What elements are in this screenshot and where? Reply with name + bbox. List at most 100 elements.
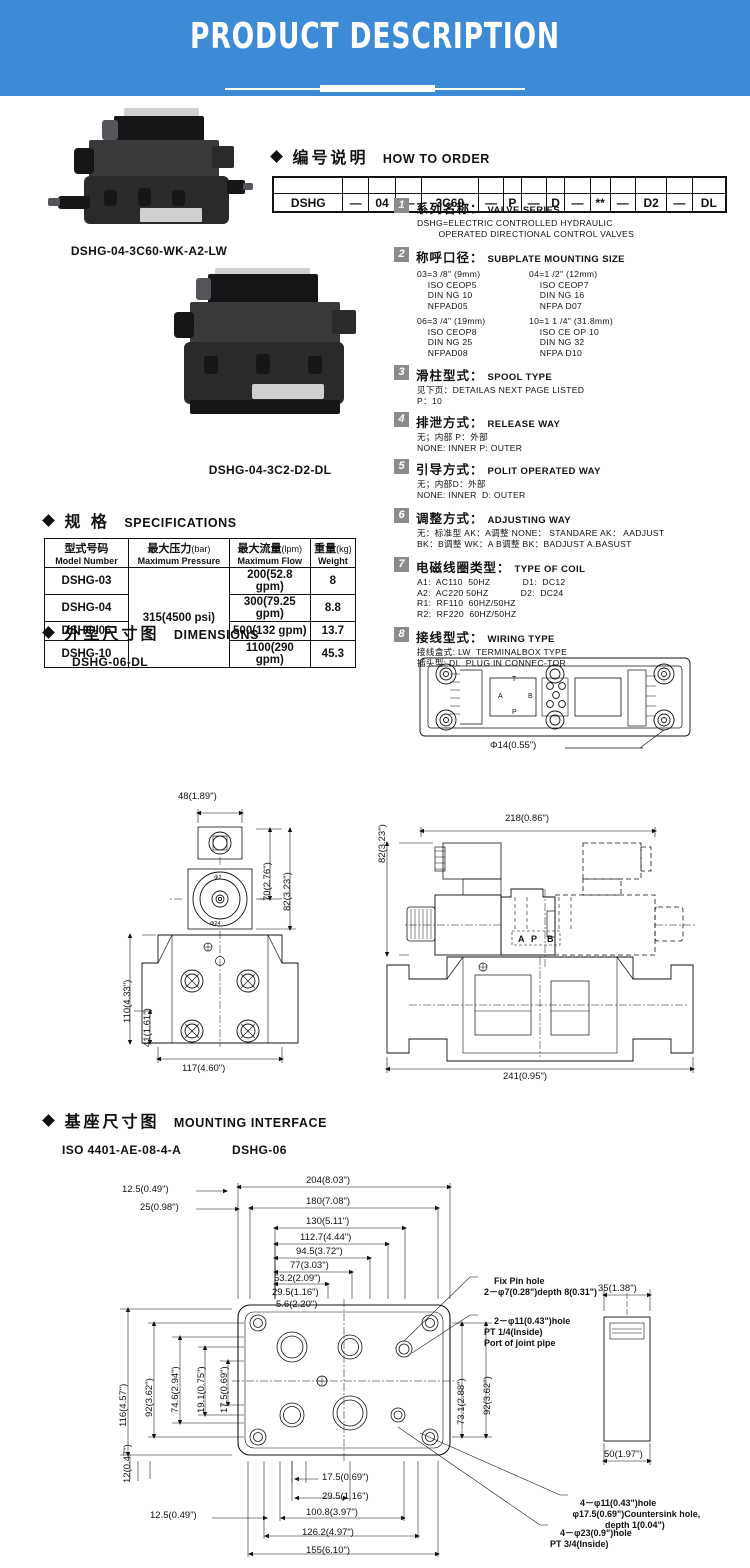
order-code-gap [395, 176, 422, 194]
legend-badge-7: 7 [394, 557, 409, 572]
spec-header-model: 型式号码 Model Number [44, 538, 129, 568]
dim-mount-29: 29.5(1.16") [272, 1287, 319, 1298]
legend-cn-5: 引导方式： [416, 463, 484, 477]
spec-header-flow: 最大流量(lpm) Maximum Flow [228, 538, 311, 568]
order-code-val-12: D2 [634, 193, 668, 213]
product-caption-2: DSHG-04-3C2-D2-DL [208, 463, 332, 477]
dim-top-hole: Φ14(0.55") [490, 740, 537, 751]
dim-mount-126-2: 126.2(4.97") [302, 1527, 354, 1538]
table-row: DSHG-03 315(4500 psi) 200(52.8 gpm) 8 [44, 567, 357, 668]
diamond-bullet-icon [42, 1114, 55, 1127]
svg-text:B: B [528, 693, 533, 700]
mounting-heading-cn: 基座尺寸图 [64, 1114, 160, 1131]
dim-mount-19-1: 19.1(0.75") [196, 1366, 207, 1413]
legend-detail-6b: BK：B调整 WK：A B调整 BK：BADJUST A.BASUST [417, 538, 632, 549]
legend-size-cols-row2: 06=3 /4" (19mm) ISO CEOP8 DIN NG 25 NFPA… [417, 316, 744, 358]
dimensions-heading-en: DIMENSIONS [173, 628, 260, 642]
order-code-gap [520, 176, 547, 194]
drawing-mounting-interface: 204(8.03") 180(7.08") 130(5.11") 112.7(4… [0, 1165, 750, 1565]
dim-front-w117: 117(4.60") [182, 1063, 226, 1074]
legend-badge-1: 1 [394, 198, 409, 213]
order-code-val-4: 3C60 [420, 193, 480, 213]
spec-flow-0: 200(52.8 gpm) [228, 567, 311, 595]
legend-cn-1: 系列名称： [416, 202, 484, 216]
dim-mount-94: 94.5(3.72") [296, 1246, 343, 1257]
diamond-bullet-icon [42, 514, 55, 527]
specifications-table: 型式号码 Model Number 最大压力(bar) Maximum Pres… [44, 538, 357, 668]
legend-badge-6: 6 [394, 508, 409, 523]
legend-en-5: POLIT OPERATED WAY [487, 466, 601, 477]
valve-illustration-2 [160, 260, 370, 455]
drawing-front-view: Φ2 Φ24 48(1.89") 70(2.76") 82(3.23") 110… [110, 791, 310, 1085]
order-code-val-1: — [342, 193, 369, 213]
dim-side-w218: 218(0.86") [505, 813, 550, 824]
svg-text:Φ2: Φ2 [214, 875, 221, 881]
dim-mount-112: 112.7(4.44") [300, 1232, 352, 1243]
legend-detail-6a: 无：标准型 AK：A调整 NONE： STANDARE AK： AADJUST [417, 528, 665, 538]
dim-mount-12: 12(0.47") [122, 1444, 133, 1483]
svg-text:P: P [512, 709, 517, 716]
svg-text:A: A [518, 934, 525, 944]
spec-weight-0: 8 [309, 567, 357, 595]
legend-en-8: WIRING TYPE [487, 634, 555, 645]
order-code-num-8: 8 [634, 176, 668, 194]
order-code-num-4: 4 [503, 176, 522, 194]
dim-front-h41: 41(1.61") [142, 1008, 153, 1047]
order-code-val-6: P [503, 193, 522, 213]
legend-en-2: SUBPLATE MOUNTING SIZE [487, 254, 625, 265]
legend-en-7: TYPE OF COIL [514, 564, 586, 575]
dimensions-model-label: DSHG-06-DL [72, 655, 149, 669]
legend-cn-3: 滑柱型式： [416, 369, 484, 383]
legend-cn-4: 排泄方式： [416, 416, 484, 430]
valve-illustration-1 [44, 108, 259, 233]
legend-cn-2: 称呼口径： [416, 251, 484, 265]
svg-text:B: B [547, 934, 554, 944]
order-code-val-13: — [666, 193, 693, 213]
dim-mount-130: 130(5.11") [306, 1216, 350, 1227]
page-title: PRODUCT DESCRIPTION [190, 16, 560, 57]
dim-mount-29-5: 29.5(1.16") [322, 1491, 369, 1502]
dimensions-heading: 外型尺寸图 DIMENSIONS [42, 620, 260, 644]
legend-detail-1a: DSHG=ELECTRIC CONTROLLED HYDRAULIC [417, 218, 613, 228]
dim-mount-12-5b: 12.5(0.49") [150, 1510, 197, 1521]
order-code-val-2: 04 [367, 193, 397, 213]
legend-detail-1b: OPERATED DIRECTIONAL CONTROL VALVES [417, 228, 635, 239]
dim-mount-77: 77(3.03") [290, 1260, 329, 1271]
order-code-gap [564, 176, 591, 194]
order-code-val-0: DSHG [272, 193, 344, 213]
how-to-order-heading: 编号说明 HOW TO ORDER [270, 144, 742, 168]
spec-weight-3: 45.3 [309, 640, 357, 668]
how-to-order-section: 编号说明 HOW TO ORDER 1 2 3 4 6 7 8 9 DSHG —… [270, 144, 742, 213]
legend-size-06: 06=3 /4" (19mm) ISO CEOP8 DIN NG 25 NFPA… [417, 316, 486, 358]
spec-pressure-merged: 315(4500 psi) [127, 567, 230, 668]
svg-text:A: A [498, 693, 503, 700]
order-code-num-6: 6 [545, 176, 566, 194]
svg-text:P: P [531, 934, 537, 944]
legend-badge-3: 3 [394, 365, 409, 380]
mounting-heading: 基座尺寸图 MOUNTING INTERFACE [42, 1108, 327, 1132]
legend-size-10: 10=1 1 /4" (31.8mm) ISO CE OP 10 DIN NG … [529, 316, 613, 358]
dim-mount-17-5: 17.5(0.69") [322, 1472, 369, 1483]
dim-mount-92r: 92(3.62") [482, 1376, 493, 1415]
note-countersink-hole: 4－φ11(0.43")hole φ17.5(0.69")Countersink… [570, 1498, 701, 1530]
spec-flow-3: 1100(290 gpm) [228, 640, 311, 668]
dim-mount-204: 204(8.03") [306, 1175, 351, 1186]
spec-weight-1: 8.8 [309, 594, 357, 622]
legend-detail-8b: 插头型: DL PLUG IN CONNEC-TOR [417, 657, 566, 668]
dim-front-h82: 82(3.23") [282, 872, 293, 911]
order-code-table: 1 2 3 4 6 7 8 9 DSHG — 04 — 3C60 — P — D [272, 176, 727, 213]
dim-side-w241: 241(0.95") [503, 1071, 548, 1082]
legend-size-cols-row1: 03=3 /8" (9mm) ISO CEOP5 DIN NG 10 NFPAD… [417, 269, 744, 311]
dim-sideblock-35: 35(1.38") [598, 1283, 637, 1294]
dim-mount-17-5v: 17.5(0.69") [219, 1366, 230, 1413]
dim-mount-53: 53.2(2.09") [274, 1273, 321, 1284]
drawing-top-view: T A B P Φ14(0.55") [390, 640, 720, 780]
specifications-heading: 规 格 SPECIFICATIONS [42, 508, 364, 532]
legend-badge-4: 4 [394, 412, 409, 427]
